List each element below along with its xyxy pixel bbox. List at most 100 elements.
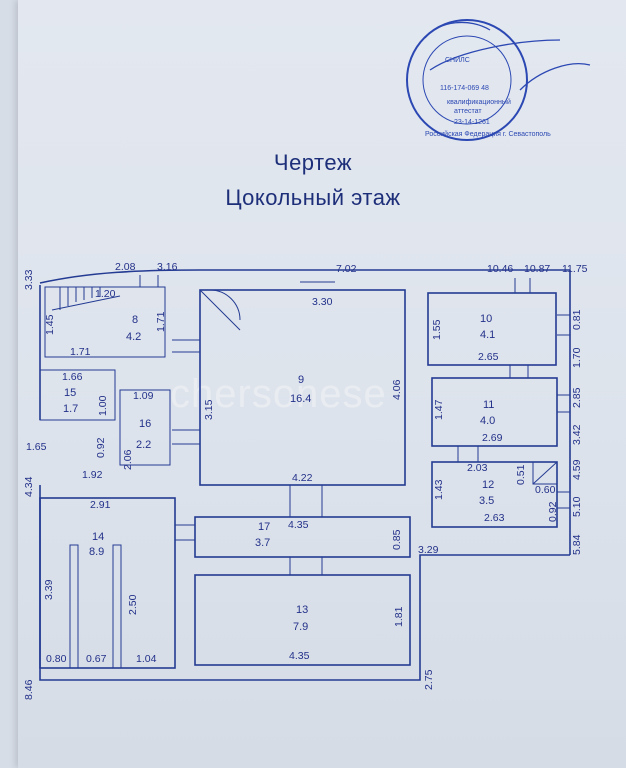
room-11-number: 11	[483, 399, 494, 411]
room-17-outline	[194, 516, 411, 558]
dim-2-08: 2.08	[115, 261, 136, 273]
dim-2-75: 2.75	[423, 669, 435, 690]
stamp-line-2: квалификационный	[447, 98, 511, 106]
room-15-number: 15	[64, 387, 76, 399]
room-10-number: 10	[480, 313, 492, 325]
dim-1-71-stair: 1.71	[155, 311, 167, 332]
door-swing-9	[199, 289, 241, 331]
room-12-niche	[532, 461, 558, 485]
room-10-area: 4.1	[480, 329, 495, 341]
stamp-line-1: 116-174-069 48	[440, 85, 489, 92]
stamp-line-3: аттестат	[454, 108, 482, 115]
wall-outer-top	[39, 269, 570, 284]
room-8-area: 4.2	[126, 331, 141, 343]
dim-1-70: 1.70	[571, 347, 583, 368]
dim-4-06: 4.06	[391, 379, 403, 400]
dim-1-43: 1.43	[433, 479, 445, 500]
room-14-area: 8.9	[89, 546, 104, 558]
seal-stamp: СНИЛС 116-174-069 48 квалификационный ат…	[406, 19, 591, 141]
dim-1-65: 1.65	[26, 441, 47, 453]
dim-0-67: 0.67	[86, 653, 107, 665]
signature-scribble	[424, 21, 591, 91]
dim-1-71: 1.71	[70, 346, 91, 358]
dim-7-02: 7.02	[336, 263, 357, 275]
dim-1-55: 1.55	[431, 319, 443, 340]
room-8-number: 8	[132, 314, 138, 326]
dim-1-92: 1.92	[82, 469, 103, 481]
dim-2-50: 2.50	[127, 594, 139, 615]
dim-3-33: 3.33	[23, 269, 35, 290]
dim-2-69: 2.69	[482, 432, 503, 444]
dim-0-80: 0.80	[46, 653, 67, 665]
dim-1-04: 1.04	[136, 653, 157, 665]
room-9-area: 16.4	[290, 393, 311, 405]
dim-4-22: 4.22	[292, 472, 313, 484]
dimension-labels: 3.33 2.08 3.16 7.02 10.46 10.87 11.75 1.…	[23, 261, 588, 700]
room-12-number: 12	[482, 479, 494, 491]
dim-1-47: 1.47	[433, 399, 445, 420]
drawing-subtitle: Цокольный этаж	[225, 185, 401, 210]
dim-8-46: 8.46	[23, 679, 35, 700]
door-marks	[139, 275, 570, 575]
dim-4-35-corridor: 4.35	[288, 519, 309, 531]
dim-1-20: 1.20	[95, 288, 116, 300]
dim-3-15: 3.15	[203, 399, 215, 420]
room-13-area: 7.9	[293, 621, 308, 633]
dim-3-30: 3.30	[312, 296, 333, 308]
room-12-outline	[431, 461, 558, 528]
room-15-area: 1.7	[63, 403, 78, 415]
room-16-number: 16	[139, 418, 151, 430]
dim-4-35-bottom: 4.35	[289, 650, 310, 662]
room-16-area: 2.2	[136, 439, 151, 451]
dim-0-81: 0.81	[571, 309, 583, 330]
room-16-outline	[119, 389, 171, 466]
dim-1-09: 1.09	[133, 390, 154, 402]
dim-2-85: 2.85	[571, 387, 583, 408]
dim-1-45: 1.45	[44, 314, 56, 335]
dim-1-00: 1.00	[97, 395, 109, 416]
room-14-number: 14	[92, 531, 104, 543]
room-17-number: 17	[258, 521, 270, 533]
dim-10-87: 10.87	[524, 263, 550, 275]
room-17-area: 3.7	[255, 537, 270, 549]
room-11-area: 4.0	[480, 415, 495, 427]
dim-5-84: 5.84	[571, 534, 583, 555]
dim-2-63: 2.63	[484, 512, 505, 524]
dim-3-29: 3.29	[418, 544, 439, 556]
stamp-line-0: СНИЛС	[445, 57, 470, 64]
dim-3-42: 3.42	[571, 424, 583, 445]
dim-11-75: 11.75	[562, 263, 588, 275]
room-13-outline	[194, 574, 411, 666]
stairs	[51, 287, 121, 311]
dim-3-39: 3.39	[43, 579, 55, 600]
room-labels: 8 4.2 9 16.4 10 4.1 11 4.0 12 3.5 13 7.9…	[63, 313, 495, 633]
stamp-line-5: Российская Федерация г. Севастополь	[425, 130, 551, 138]
dim-1-66: 1.66	[62, 371, 83, 383]
dim-0-85: 0.85	[391, 529, 403, 550]
room-15-outline	[39, 369, 116, 421]
room-14-partition-1	[69, 544, 79, 669]
drawing-title: Чертеж	[273, 150, 353, 175]
dim-0-92-right: 0.92	[547, 501, 559, 522]
dim-4-59: 4.59	[571, 459, 583, 480]
dim-0-92-left: 0.92	[95, 437, 107, 458]
dim-1-81: 1.81	[393, 606, 405, 627]
stamp-line-4: 23-14-1261	[454, 119, 490, 126]
dim-3-16: 3.16	[157, 261, 178, 273]
room-13-number: 13	[296, 604, 308, 616]
dim-0-51: 0.51	[515, 464, 527, 485]
paper-sheet	[18, 0, 626, 768]
room-10-outline	[427, 292, 557, 366]
dim-0-60: 0.60	[535, 484, 556, 496]
room-8-outline	[44, 286, 166, 358]
dim-2-06: 2.06	[122, 449, 134, 470]
dim-5-10: 5.10	[571, 496, 583, 517]
room-9-outline	[199, 289, 406, 486]
dim-10-46: 10.46	[487, 263, 513, 275]
room-14-outline	[39, 497, 176, 669]
dim-2-03: 2.03	[467, 462, 488, 474]
room-12-area: 3.5	[479, 495, 494, 507]
room-9-number: 9	[298, 374, 304, 386]
dim-2-65: 2.65	[478, 351, 499, 363]
